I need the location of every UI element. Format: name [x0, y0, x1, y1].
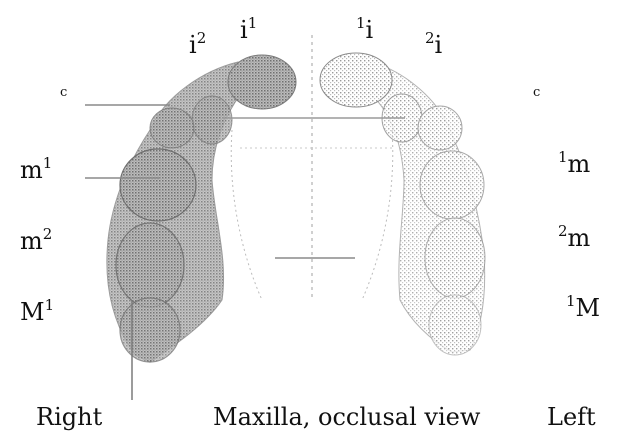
label-right-second-deciduous-molar: m2	[20, 229, 52, 253]
right-canine	[150, 108, 194, 148]
caption-right: Right	[36, 405, 102, 429]
left-first-permanent-molar	[429, 295, 481, 355]
label-left-central-incisor: 1i	[356, 18, 373, 42]
right-second-deciduous-molar	[116, 223, 184, 307]
label-right-first-permanent-molar: M1	[20, 300, 54, 324]
left-central-incisor	[320, 53, 392, 107]
right-central-incisor	[228, 55, 296, 109]
left-first-deciduous-molar	[420, 151, 484, 219]
caption-title: Maxilla, occlusal view	[213, 405, 480, 429]
label-right-lateral-incisor: i2	[189, 33, 206, 57]
left-canine	[418, 106, 462, 150]
label-right-first-deciduous-molar: m1	[20, 158, 52, 182]
left-second-deciduous-molar	[425, 218, 485, 298]
right-first-deciduous-molar	[120, 149, 196, 221]
caption-left: Left	[547, 405, 596, 429]
label-left-first-permanent-molar: 1M	[566, 296, 600, 320]
right-lateral-incisor	[192, 96, 232, 144]
label-left-lateral-incisor: 2i	[425, 33, 442, 57]
right-first-permanent-molar	[120, 298, 180, 362]
label-right-central-incisor: i1	[240, 18, 257, 42]
label-left-second-deciduous-molar: 2m	[558, 226, 590, 250]
label-left-canine: c	[533, 86, 540, 99]
label-right-canine: c	[60, 86, 67, 99]
label-left-first-deciduous-molar: 1m	[558, 152, 590, 176]
